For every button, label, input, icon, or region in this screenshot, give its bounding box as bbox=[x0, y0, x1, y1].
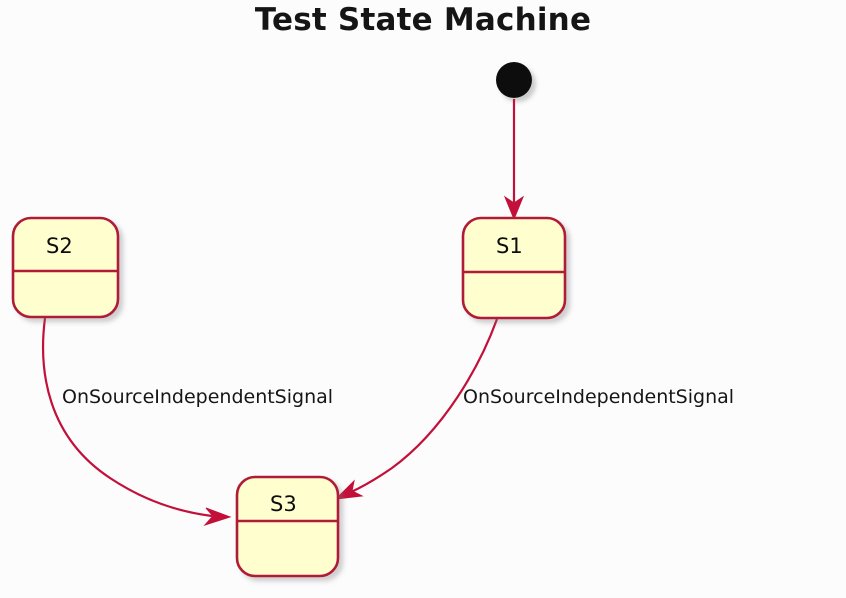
transition-arrowhead bbox=[203, 507, 232, 527]
transition-s1-to-s3[interactable] bbox=[334, 318, 499, 500]
state-node-s2[interactable] bbox=[11, 216, 120, 319]
state-node-s1[interactable] bbox=[461, 216, 567, 320]
transition-label-s1-to-s3: OnSourceIndependentSignal bbox=[463, 386, 735, 408]
state-body bbox=[235, 475, 340, 578]
state-body bbox=[461, 216, 567, 320]
transition-arrowhead bbox=[334, 479, 364, 500]
transition-initial-to-s1[interactable] bbox=[503, 99, 525, 221]
initial-pseudostate-node[interactable] bbox=[496, 62, 532, 98]
diagram-title: Test State Machine bbox=[254, 2, 592, 38]
transition-label-s2-to-s3: OnSourceIndependentSignal bbox=[62, 386, 334, 408]
state-body bbox=[11, 216, 120, 319]
state-label-s2: S2 bbox=[46, 234, 73, 258]
state-node-s3[interactable] bbox=[235, 475, 340, 578]
transition-line bbox=[42, 317, 213, 518]
transition-s2-to-s3[interactable] bbox=[42, 317, 232, 527]
transition-arrowhead bbox=[503, 195, 525, 221]
state-label-s3: S3 bbox=[270, 492, 297, 516]
state-label-s1: S1 bbox=[496, 234, 523, 258]
transition-line bbox=[350, 318, 499, 494]
